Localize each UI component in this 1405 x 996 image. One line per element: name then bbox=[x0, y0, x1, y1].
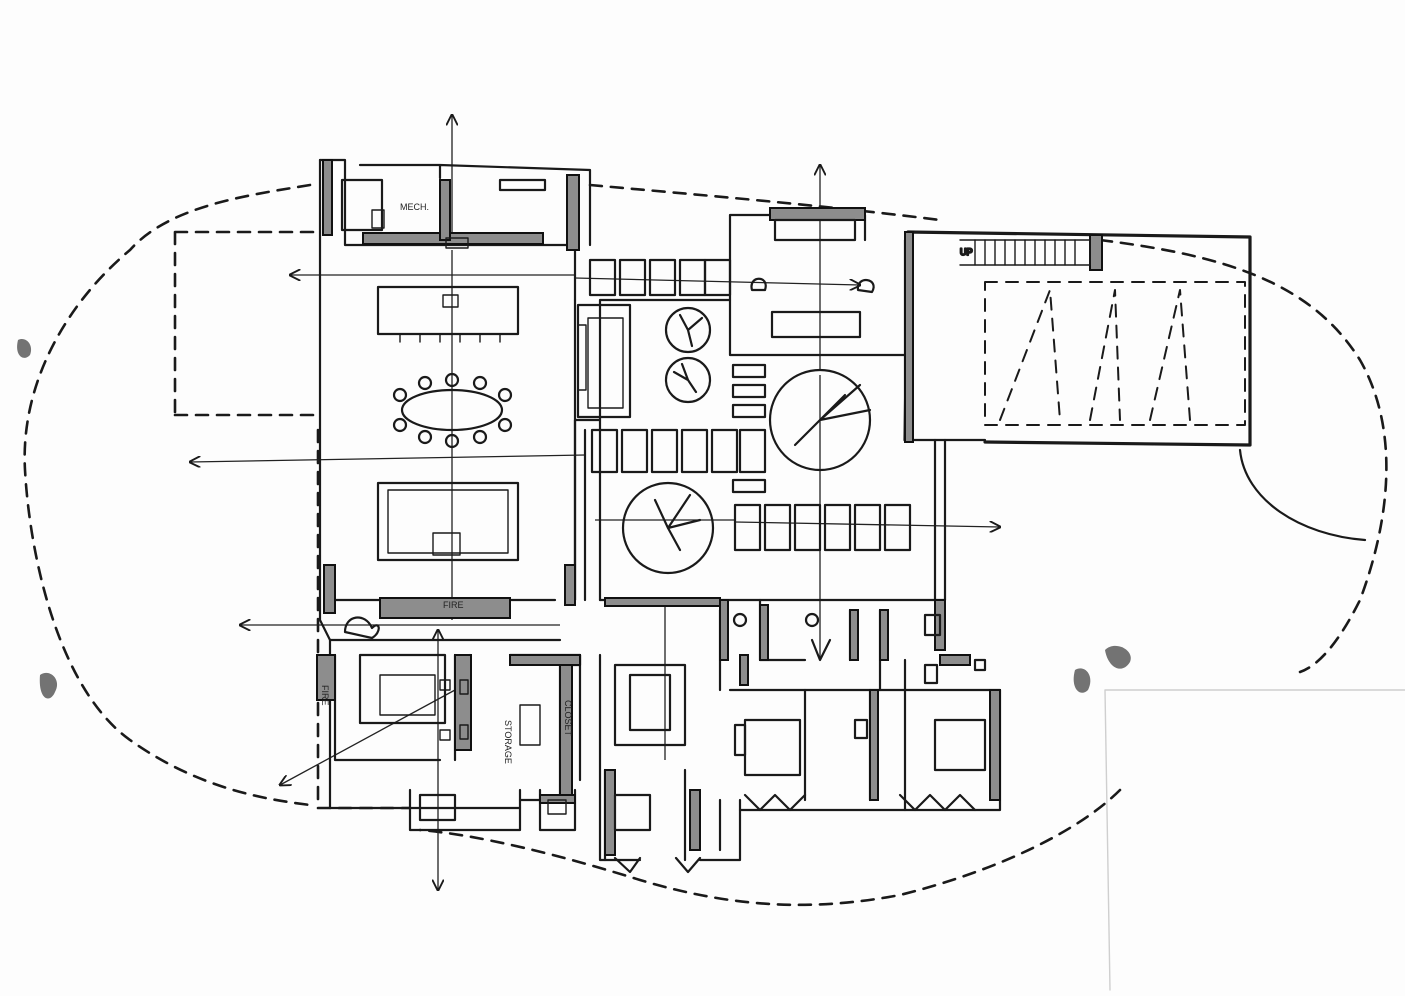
bedroom-wing bbox=[613, 612, 987, 874]
closet-label: CLOSET bbox=[563, 700, 573, 737]
fire-label-main: FIRE bbox=[443, 600, 464, 610]
garage bbox=[903, 230, 1367, 542]
storage-label: STORAGE bbox=[503, 720, 513, 764]
up-label: UP bbox=[960, 247, 973, 257]
master-suite: FIRE FIRE STORAGE CLOSET bbox=[320, 600, 573, 822]
patio-dashed bbox=[173, 230, 412, 810]
lounge: UP bbox=[750, 218, 974, 339]
courtyard-trees bbox=[621, 306, 872, 575]
mech-label: MECH. bbox=[400, 202, 429, 212]
furniture: MECH. bbox=[340, 178, 632, 562]
stepping-pads bbox=[588, 258, 912, 552]
paper-edge bbox=[1104, 689, 1405, 991]
solid-walls bbox=[316, 159, 1001, 856]
fire-label-bed: FIRE bbox=[320, 685, 330, 706]
ink-smudges bbox=[17, 339, 1131, 699]
site-boundary-dashed bbox=[23, 183, 1388, 907]
